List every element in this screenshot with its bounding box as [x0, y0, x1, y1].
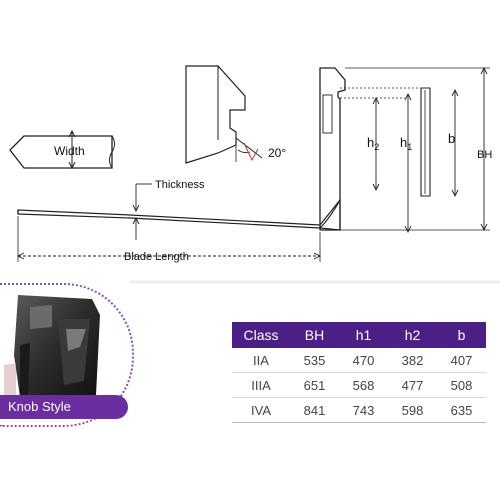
cell-b: 508	[437, 372, 486, 398]
cell-bh: 651	[290, 372, 339, 398]
cell-b: 407	[437, 348, 486, 373]
cell-class: IIIA	[232, 372, 290, 398]
cell-class: IVA	[232, 397, 290, 423]
width-section-break	[109, 135, 115, 169]
header-class: Class	[232, 322, 290, 348]
width-section-outline	[9, 135, 113, 169]
spec-table: Class BH h1 h2 b IIA 535 470 382 407 III…	[232, 322, 486, 423]
angle-label: 20°	[268, 146, 286, 160]
angle-arrow	[243, 142, 259, 162]
header-b: b	[437, 322, 486, 348]
cell-h1: 470	[339, 348, 388, 373]
cell-class: IIA	[232, 348, 290, 373]
blade-length-label: Blade Length	[124, 251, 189, 263]
width-label: Width	[54, 144, 85, 158]
table-row: IIA 535 470 382 407	[232, 348, 486, 373]
cell-h2: 598	[388, 397, 437, 423]
h2-label: h2	[367, 135, 379, 152]
cell-bh: 535	[290, 348, 339, 373]
bh-label: BH	[477, 149, 492, 161]
cell-b: 635	[437, 397, 486, 423]
b-label: b	[448, 131, 455, 146]
h1-label: h1	[400, 135, 412, 152]
cell-h1: 568	[339, 372, 388, 398]
knob-style-caption: Knob Style	[0, 395, 128, 419]
cell-bh: 841	[290, 397, 339, 423]
hook-detail-outline	[185, 65, 246, 164]
cell-h2: 477	[388, 372, 437, 398]
header-h1: h1	[339, 322, 388, 348]
cell-h2: 382	[388, 348, 437, 373]
thickness-label: Thickness	[155, 179, 205, 191]
fork-shank-outline	[319, 67, 346, 231]
table-row: IIIA 651 568 477 508	[232, 372, 486, 398]
fork-blade-outline	[17, 198, 341, 231]
table-header-row: Class BH h1 h2 b	[232, 322, 486, 348]
knob-photo	[4, 295, 100, 397]
carriage-bar	[420, 87, 431, 197]
cell-h1: 743	[339, 397, 388, 423]
shank-slot	[322, 94, 333, 134]
fork-diagram: Width 20° Thickness Blade Length h2 h1 b…	[9, 65, 500, 284]
angle-line	[235, 137, 263, 159]
header-h2: h2	[388, 322, 437, 348]
table-row: IVA 841 743 598 635	[232, 397, 486, 423]
header-bh: BH	[290, 322, 339, 348]
